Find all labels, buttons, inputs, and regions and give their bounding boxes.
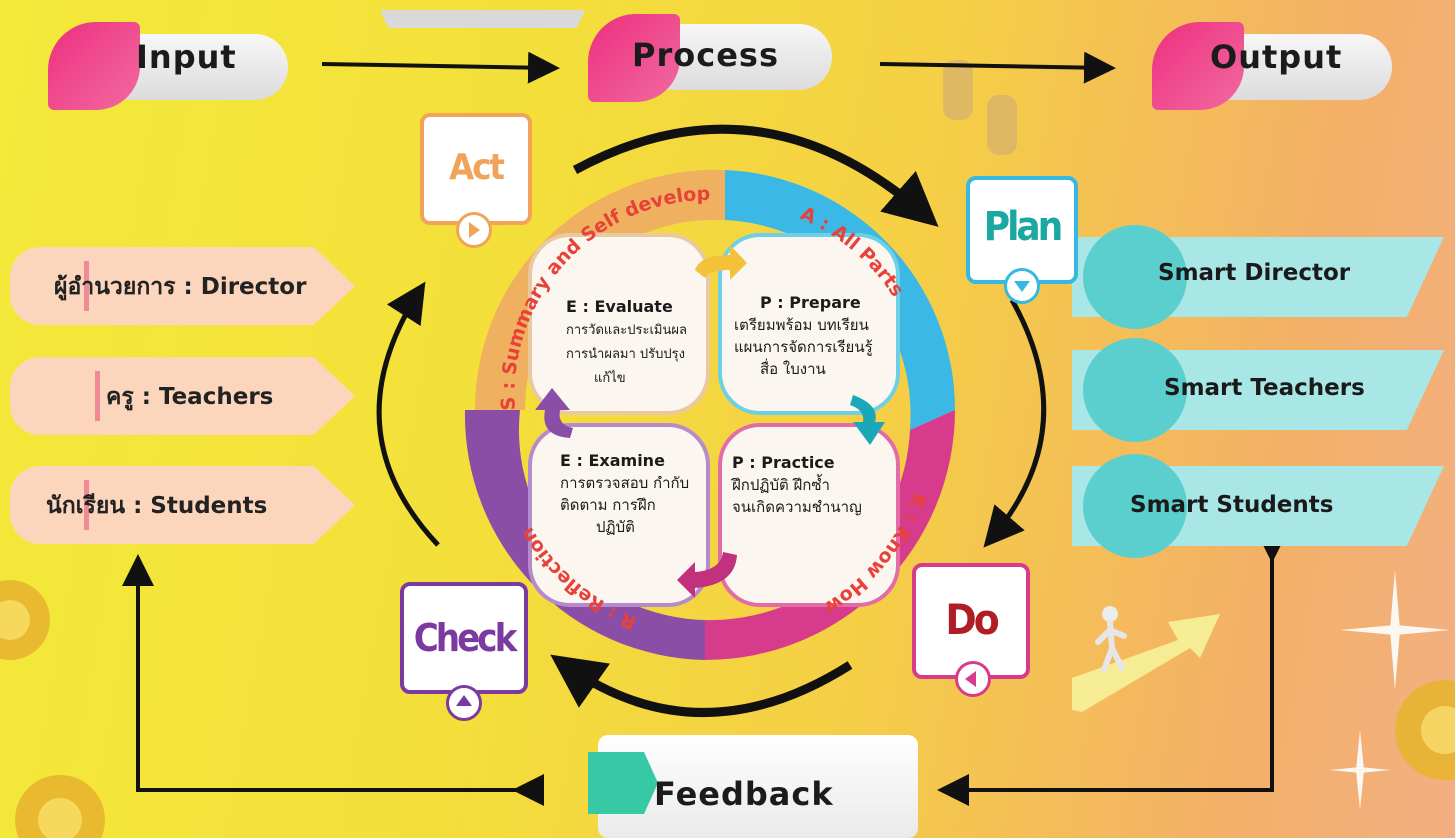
input-teachers-label: ครู : Teachers <box>106 384 274 410</box>
ring-segment-reflection <box>464 410 705 660</box>
flower-ornament-left <box>0 580 50 660</box>
quadrant-examine-title: E : Examine <box>560 451 665 470</box>
arrow-act-to-plan <box>572 124 939 227</box>
input-header: Input <box>48 22 288 110</box>
quadrant-practice-line-1: ฝึกปฏิบัติ ฝึกซ้ำ <box>732 476 830 494</box>
arrow-feedback-to-input <box>122 554 544 806</box>
quadrant-evaluate-bg <box>528 233 710 415</box>
process-header-label: Process <box>632 36 779 74</box>
quadrant-prepare-line-3: สื่อ ใบงาน <box>760 360 826 378</box>
output-header-accent <box>1152 22 1244 110</box>
output-teachers-circle <box>1083 338 1187 442</box>
flower-ornament-bottom-left <box>15 775 105 838</box>
output-director-circle <box>1083 225 1187 329</box>
quadrant-prepare-line-1: เตรียมพร้อม บทเรียน <box>734 316 869 334</box>
plan-label: Plan <box>983 204 1064 250</box>
output-header: Output <box>1152 22 1392 110</box>
top-decor-strip <box>380 10 585 28</box>
act-label: Act <box>449 147 505 188</box>
feedback-label: Feedback <box>654 775 834 813</box>
arrow-output-to-feedback <box>937 531 1288 806</box>
ring-segment-summary <box>474 169 725 410</box>
input-header-accent <box>48 22 140 110</box>
output-students-circle <box>1083 454 1187 558</box>
ring-segment-know-how <box>705 410 955 660</box>
quadrant-prepare: P : Prepare เตรียมพร้อม บทเรียน แผนการจั… <box>734 292 873 380</box>
output-students-label: Smart Students <box>1130 492 1334 518</box>
ring-segment-all-parts <box>725 170 956 430</box>
process-header-accent <box>588 14 680 102</box>
quadrant-prepare-title: P : Prepare <box>760 293 861 312</box>
act-play-icon <box>456 212 492 248</box>
arrow-check-to-act <box>376 281 440 547</box>
arrow-plan-to-do <box>983 298 1047 548</box>
quadrant-practice-title: P : Practice <box>732 453 835 472</box>
input-teachers-bar <box>95 371 100 421</box>
quadrant-examine-line-1: การตรวจสอบ กำกับ <box>560 474 690 492</box>
flower-ornament-right <box>1395 680 1455 780</box>
output-director-label: Smart Director <box>1158 260 1351 286</box>
do-label: Do <box>945 595 999 644</box>
turn-arrow-teal <box>850 395 885 445</box>
quadrant-evaluate-title: E : Evaluate <box>566 297 673 316</box>
sparkle-decoration <box>1330 570 1450 810</box>
turn-arrow-yellow <box>695 245 747 280</box>
quadrant-evaluate-line-3: แก้ไข <box>594 371 626 386</box>
quadrant-examine: E : Examine การตรวจสอบ กำกับ ติดตาม การฝ… <box>560 450 689 538</box>
plan-box: Plan <box>966 176 1078 284</box>
arrow-process-to-output <box>879 51 1116 84</box>
input-director-label: ผู้อำนวยการ : Director <box>54 274 307 300</box>
sakr-cycle-wheel: S : Summary and Self develop A : All Par… <box>464 169 956 660</box>
input-students-box: นักเรียน : Students <box>10 466 355 544</box>
input-header-label: Input <box>136 38 237 76</box>
quadrant-examine-line-2: ติดตาม การฝึก <box>560 496 656 514</box>
input-director-bar <box>84 261 89 311</box>
quadrant-evaluate-line-2: การนำผลมา ปรับปรุง <box>566 347 685 362</box>
arrow-input-to-process <box>321 51 560 84</box>
do-left-icon <box>955 661 991 697</box>
check-up-icon <box>446 685 482 721</box>
input-students-label: นักเรียน : Students <box>46 493 268 519</box>
quadrant-evaluate-line-1: การวัดและประเมินผล <box>566 323 687 338</box>
arrow-do-to-check <box>550 654 853 717</box>
quadrant-examine-line-3: ปฏิบัติ <box>596 518 635 536</box>
act-box: Act <box>420 113 532 225</box>
process-header: Process <box>588 14 832 102</box>
quadrant-evaluate: E : Evaluate การวัดและประเมินผล การนำผลม… <box>566 296 687 390</box>
quadrant-prepare-line-2: แผนการจัดการเรียนรู้ <box>734 338 873 356</box>
progress-arrow-illustration <box>1072 606 1220 712</box>
input-director-box: ผู้อำนวยการ : Director <box>10 247 355 325</box>
output-header-label: Output <box>1210 38 1343 76</box>
input-students-bar <box>84 480 89 530</box>
plan-down-icon <box>1004 268 1040 304</box>
feedback-accent <box>588 752 658 814</box>
quadrant-practice: P : Practice ฝึกปฏิบัติ ฝึกซ้ำ จนเกิดควา… <box>732 452 862 518</box>
quadrant-practice-line-2: จนเกิดความชำนาญ <box>732 498 862 516</box>
quadrant-examine-bg <box>528 423 710 607</box>
check-label: Check <box>413 616 518 660</box>
quadrant-practice-bg <box>718 423 900 607</box>
check-box: Check <box>400 582 528 694</box>
quadrant-prepare-bg <box>718 233 900 415</box>
turn-arrow-purple <box>535 388 573 438</box>
input-teachers-box: ครู : Teachers <box>10 357 355 435</box>
lantern-decoration <box>943 60 1017 155</box>
do-box: Do <box>912 563 1030 679</box>
turn-arrow-magenta <box>677 552 737 598</box>
output-teachers-label: Smart Teachers <box>1164 375 1365 401</box>
